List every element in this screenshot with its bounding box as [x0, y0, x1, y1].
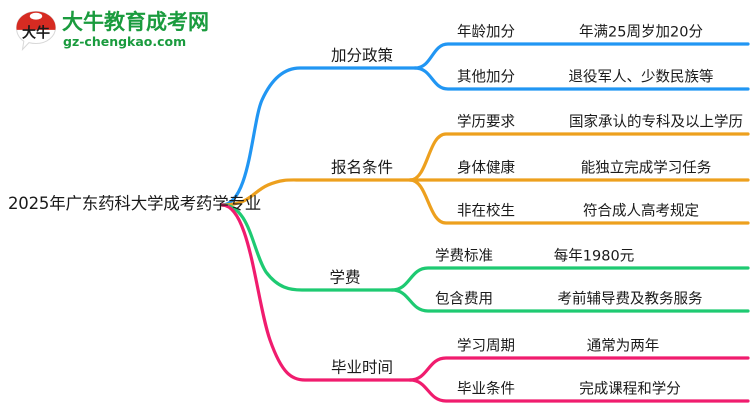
subtopic-label-baohan-feiyong: 包含费用 [435, 291, 493, 308]
detail-label-baohan-feiyong: 考前辅导费及教务服务 [557, 291, 703, 308]
subtopic-label-xuefei-biaozhun: 学费标准 [435, 248, 493, 265]
branch-connector-jiafen-zhengce [220, 42, 750, 207]
logo-name-cn: 大牛教育成考网 [62, 10, 209, 34]
detail-label-fei-zaixiaosheng: 符合成人高考规定 [583, 203, 699, 220]
subtopic-label-fei-zaixiaosheng: 非在校生 [457, 203, 515, 220]
logo-name-en: gz-chengkao.com [63, 34, 187, 49]
detail-label-nianling-jiafen: 年满25周岁加20分 [579, 24, 703, 41]
branch-connector-xuefei [220, 203, 750, 313]
speech-bubble-logo-icon: 大牛 [15, 10, 57, 52]
subtopic-label-biye-tiaojian: 毕业条件 [457, 381, 515, 398]
branch-label-biye-shijian: 毕业时间 [330, 358, 394, 377]
subtopic-label-xueli-yaoqiu: 学历要求 [457, 114, 515, 131]
mindmap-root-label: 2025年广东药科大学成考药学专业 [8, 194, 262, 213]
subtopic-label-shenti-jiankang: 身体健康 [457, 160, 515, 177]
branch-label-baoming-tiaojian: 报名条件 [330, 158, 394, 177]
subtopic-label-xuexi-zhouqi: 学习周期 [457, 338, 515, 355]
site-logo: 大牛 大牛教育成考网 gz-chengkao.com [14, 8, 240, 56]
detail-label-biye-tiaojian: 完成课程和学分 [579, 381, 681, 398]
branch-label-jiafen-zhengce: 加分政策 [330, 46, 394, 65]
subtopic-label-nianling-jiafen: 年龄加分 [457, 24, 515, 41]
detail-label-xuexi-zhouqi: 通常为两年 [586, 338, 660, 355]
logo-wordmark: 大牛教育成考网 gz-chengkao.com [62, 10, 240, 54]
svg-text:大牛: 大牛 [22, 25, 50, 42]
branch-connector-baoming-tiaojian [220, 132, 750, 225]
detail-label-xueli-yaoqiu: 国家承认的专科及以上学历 [569, 114, 743, 131]
detail-label-xuefei-biaozhun: 每年1980元 [553, 248, 635, 265]
detail-label-shenti-jiankang: 能独立完成学习任务 [580, 160, 712, 177]
branch-connector-biye-shijian [220, 203, 750, 403]
subtopic-label-qita-jiafen: 其他加分 [457, 69, 515, 86]
detail-label-qita-jiafen: 退役军人、少数民族等 [568, 69, 714, 86]
branch-label-xuefei: 学费 [329, 268, 361, 287]
